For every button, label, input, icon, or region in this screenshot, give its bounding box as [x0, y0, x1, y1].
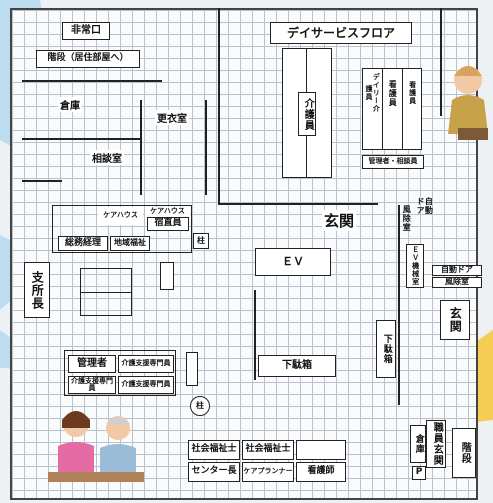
- care-house-right: ケアハウス: [145, 207, 190, 217]
- caregiver-label: 介護員: [298, 92, 316, 136]
- stairs-residential-box: 階段（居住部屋へ）: [36, 50, 140, 68]
- nurse-small-label: 看護員: [404, 72, 420, 114]
- small-column: [186, 352, 198, 386]
- changing-room-label: 更衣室: [155, 110, 189, 125]
- windscreen-room-2-box: 風除室: [432, 277, 482, 288]
- storage-label: 倉庫: [58, 97, 82, 112]
- p-mark-box: P: [412, 466, 426, 480]
- wall-segment: [22, 80, 162, 82]
- shoe-box-right-text: 下駄箱: [381, 334, 392, 364]
- entrance-right-text: 玄関: [448, 307, 463, 333]
- staff-consulting-illustration: [48, 411, 144, 482]
- wall-segment: [218, 8, 220, 203]
- blank-desk: [296, 440, 346, 460]
- center-head: センター長: [188, 462, 240, 482]
- care-planner: ケアプランナー: [242, 462, 294, 482]
- wall-segment: [398, 205, 400, 405]
- entrance-main-label: 玄関: [322, 210, 357, 231]
- day-service-floor-title: デイサービスフロア: [270, 22, 412, 44]
- entrance-right-box: 玄関: [440, 300, 470, 340]
- storage-bottom-box: 倉庫: [410, 425, 426, 463]
- auto-door-2-box: 自動ドア: [432, 265, 482, 276]
- shoe-box-right: 下駄箱: [376, 320, 396, 378]
- wall-segment: [140, 100, 142, 195]
- windscreen-room-box: 風除室: [400, 198, 412, 238]
- small-cabinet: [160, 262, 174, 290]
- stairs-bottom-text: 階段: [459, 442, 471, 464]
- shoe-box-lower: 下駄箱: [258, 355, 336, 377]
- ev-box: ＥＶ: [255, 248, 331, 276]
- storage-bottom-text: 倉庫: [413, 434, 424, 454]
- manager-desk-group: [64, 350, 176, 396]
- nurse-label: 看護員: [384, 72, 400, 114]
- office-row: [52, 205, 192, 253]
- wall-segment: [440, 8, 442, 116]
- pillar-upper: 柱: [193, 233, 209, 249]
- manager-box: 管理者: [68, 355, 116, 373]
- staff-entrance-text: 職員玄関: [431, 422, 443, 466]
- social-worker-1: 社会福祉士: [188, 440, 240, 460]
- care-house-left: ケアハウス: [98, 207, 143, 225]
- branch-head-box: 支所長: [24, 262, 50, 318]
- ev-machine-room-text: ＥＶ機械室: [411, 246, 420, 286]
- auto-door-text: 自動ドア: [416, 197, 434, 215]
- stairs-bottom-box: 階段: [452, 428, 476, 478]
- emergency-exit-box: 非常口: [62, 22, 110, 40]
- care-support-2: 介護支援専門員: [68, 376, 116, 394]
- auto-door-label: 自動ドア: [410, 196, 438, 216]
- ev-machine-room-box: ＥＶ機械室: [406, 244, 424, 288]
- pillar-lower: 柱: [190, 396, 210, 416]
- nurse-bottom: 看護師: [296, 462, 346, 482]
- consult-room-label: 相談室: [90, 150, 124, 165]
- wall-segment: [22, 180, 62, 182]
- wall-segment: [254, 290, 256, 380]
- regional-welfare-box: 地域福祉: [110, 236, 150, 251]
- wall-segment: [218, 203, 378, 205]
- manager-consult-box: 管理者・相談員: [362, 155, 424, 169]
- wall-segment: [382, 68, 383, 150]
- social-worker-2: 社会福祉士: [242, 440, 294, 460]
- staff-entrance-box: 職員玄関: [426, 420, 446, 468]
- general-affairs-box: 総務経理: [58, 236, 108, 251]
- wall-segment: [205, 100, 207, 195]
- wall-segment: [80, 292, 132, 293]
- elderly-person-illustration: [448, 66, 488, 140]
- wall-segment: [22, 138, 140, 140]
- wall-segment: [402, 68, 403, 150]
- caregiver-small-label: デイリー介護員: [364, 72, 381, 114]
- care-support-3: 介護支援専門員: [118, 376, 174, 394]
- windscreen-room-text: 風除室: [402, 204, 412, 232]
- branch-head-label: 支所長: [30, 270, 45, 310]
- lodging-staff-box: 宿直員: [147, 217, 189, 231]
- care-support-1: 介護支援専門員: [118, 355, 174, 373]
